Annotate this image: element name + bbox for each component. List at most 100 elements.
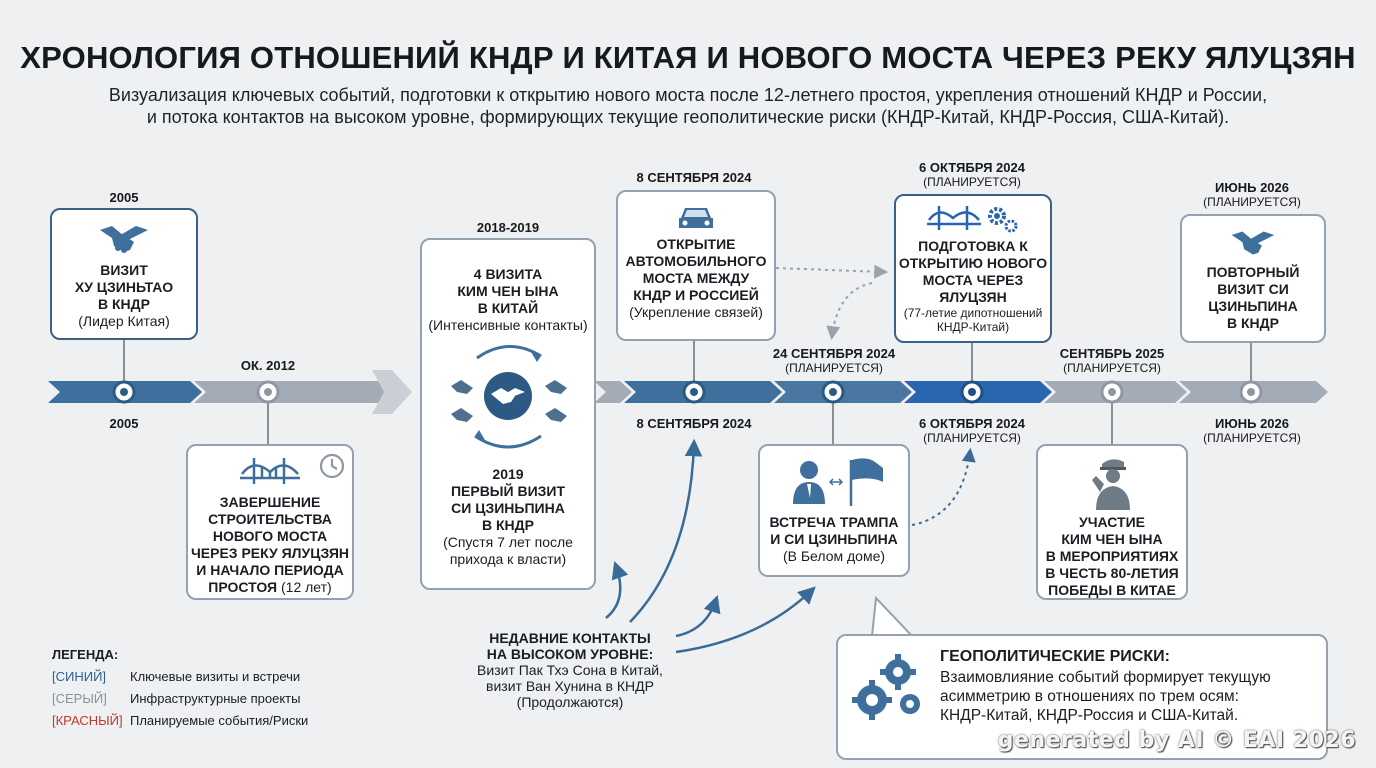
event-2026-line3: ЦЗИНЬПИНА	[1208, 298, 1298, 314]
legend-item-grey: [СЕРЫЙ] Инфраструктурные проекты	[52, 688, 308, 710]
event-2026-line4: В КНДР	[1227, 315, 1279, 331]
date-2018-2019: 2018-2019	[476, 220, 540, 235]
event-2024a-line2: АВТОМОБИЛЬНОГО	[625, 253, 767, 269]
event-card-2024-09-08: ОТКРЫТИЕ АВТОМОБИЛЬНОГО МОСТА МЕЖДУ КНДР…	[616, 190, 776, 341]
legend-label-blue: Ключевые визиты и встречи	[130, 669, 301, 684]
event-2024b-note: (В Белом доме)	[782, 548, 886, 564]
event-2024c-line2: ОТКРЫТИЮ НОВОГО	[898, 255, 1048, 271]
event-2025-line5: ПОБЕДЫ В КИТАЕ	[1048, 582, 1176, 598]
timeline-nodes	[112, 380, 1263, 404]
contacts-cycle-icon	[451, 345, 567, 449]
page-subtitle: Визуализация ключевых событий, подготовк…	[40, 84, 1336, 128]
contacts-body-1: Визит Пак Тхэ Сона в Китай,	[477, 662, 663, 678]
watermark: generated by AI © EAI 2026	[997, 728, 1356, 753]
subtitle-line-2: и потока контактов на высоком уровне, фо…	[146, 107, 1230, 127]
date-2024-10-06-bottom-status: (ПЛАНИРУЕТСЯ)	[923, 431, 1021, 445]
date-2005-top: 2005	[109, 190, 139, 205]
legend-title: ЛЕГЕНДА:	[52, 647, 119, 662]
date-2026-06-top: ИЮНЬ 2026 (ПЛАНИРУЕТСЯ)	[1184, 180, 1320, 210]
date-2024-09-24: 24 СЕНТЯБРЯ 2024 (ПЛАНИРУЕТСЯ)	[764, 346, 904, 376]
event-2005-line2: ХУ ЦЗИНЬТАО	[74, 279, 174, 295]
event-2025-line4: В ЧЕСТЬ 80-ЛЕТИЯ	[1045, 565, 1179, 581]
event-card-2024-10-06: ПОДГОТОВКА К ОТКРЫТИЮ НОВОГО МОСТА ЧЕРЕЗ…	[894, 194, 1052, 343]
event-card-2012: ЗАВЕРШЕНИЕ СТРОИТЕЛЬСТВА НОВОГО МОСТА ЧЕ…	[186, 444, 354, 600]
date-2024-10-06-top-text: 6 ОКТЯБРЯ 2024	[919, 160, 1025, 175]
legend-label-red: Планируемые события/Риски	[130, 713, 309, 728]
date-2024-10-06-top-status: (ПЛАНИРУЕТСЯ)	[923, 175, 1021, 189]
event-2024a-note: (Укрепление связей)	[629, 304, 763, 320]
date-2025-09-status: (ПЛАНИРУЕТСЯ)	[1063, 361, 1161, 375]
event-2018-line2: КИМ ЧЕН ЫНА	[457, 283, 559, 299]
date-2024-10-06-top: 6 ОКТЯБРЯ 2024 (ПЛАНИРУЕТСЯ)	[902, 160, 1042, 190]
page-title: ХРОНОЛОГИЯ ОТНОШЕНИЙ КНДР И КИТАЯ И НОВО…	[20, 40, 1356, 75]
event-2012-line1: ЗАВЕРШЕНИЕ	[219, 494, 321, 510]
event-card-2024-09-24: ВСТРЕЧА ТРАМПА И СИ ЦЗИНЬПИНА (В Белом д…	[758, 444, 910, 577]
event-2024b-line2: И СИ ЦЗИНЬПИНА	[770, 531, 898, 547]
event-2024a-line3: МОСТА МЕЖДУ	[642, 270, 750, 286]
event-2026-line2: ВИЗИТ СИ	[1217, 281, 1289, 297]
event-2026-line1: ПОВТОРНЫЙ	[1206, 264, 1300, 280]
legend-label-grey: Инфраструктурные проекты	[130, 691, 301, 706]
legend-key-blue: [СИНИЙ]	[52, 669, 107, 684]
date-2026-06-top-status: (ПЛАНИРУЕТСЯ)	[1203, 195, 1301, 209]
legend-item-blue: [СИНИЙ] Ключевые визиты и встречи	[52, 666, 308, 688]
gears-icon	[987, 207, 1018, 233]
event-2024a-line1: ОТКРЫТИЕ	[656, 236, 736, 252]
date-2005-bottom: 2005	[109, 416, 139, 431]
legend-key-grey: [СЕРЫЙ]	[52, 691, 107, 706]
date-2024-09-24-status: (ПЛАНИРУЕТСЯ)	[785, 361, 883, 375]
event-2012-line4: ЧЕРЕЗ РЕКУ ЯЛУЦЗЯН	[190, 545, 350, 561]
contacts-heading-2: НА ВЫСОКОМ УРОВНЕ:	[486, 646, 654, 662]
date-2026-06-top-text: ИЮНЬ 2026	[1214, 180, 1289, 195]
event-2005-note: (Лидер Китая)	[78, 313, 170, 329]
event-2012-note: (12 лет)	[281, 579, 332, 595]
event-card-2025-09: УЧАСТИЕ КИМ ЧЕН ЫНА В МЕРОПРИЯТИЯХ В ЧЕС…	[1036, 444, 1188, 600]
event-2025-line2: КИМ ЧЕН ЫНА	[1061, 531, 1163, 547]
contacts-body-3: (Продолжаются)	[516, 694, 624, 710]
date-2026-06-bottom: ИЮНЬ 2026 (ПЛАНИРУЕТСЯ)	[1184, 416, 1320, 446]
gears-icon	[852, 654, 920, 720]
risks-line-1: Взаимовлияние событий формирует текущую	[940, 669, 1271, 686]
risks-body: Взаимовлияние событий формирует текущую …	[940, 668, 1320, 725]
date-2026-06-bottom-status: (ПЛАНИРУЕТСЯ)	[1203, 431, 1301, 445]
bridge-icon	[240, 458, 300, 484]
date-2024-10-06-bottom: 6 ОКТЯБРЯ 2024 (ПЛАНИРУЕТСЯ)	[902, 416, 1042, 446]
event-2025-line3: В МЕРОПРИЯТИЯХ	[1045, 548, 1179, 564]
event-card-2005: ВИЗИТ ХУ ЦЗИНЬТАО В КНДР (Лидер Китая)	[50, 208, 198, 340]
risks-line-3: КНДР-Китай, КНДР-Россия и США-Китай.	[940, 707, 1239, 724]
event-2024b-line1: ВСТРЕЧА ТРАМПА	[769, 514, 899, 530]
date-2024-09-08-bottom: 8 СЕНТЯБРЯ 2024	[636, 416, 752, 431]
event-2019-line1: ПЕРВЫЙ ВИЗИТ	[450, 483, 566, 499]
event-2018-line3: В КИТАЙ	[477, 300, 539, 316]
event-2019-note-a: (Спустя 7 лет после	[443, 534, 573, 550]
clock-icon	[319, 453, 345, 479]
bridge-icon	[927, 206, 982, 230]
date-2026-06-bottom-text: ИЮНЬ 2026	[1214, 416, 1289, 431]
event-2018-line1: 4 ВИЗИТА	[473, 266, 543, 282]
car-icon	[679, 208, 713, 228]
date-2024-09-08-top: 8 СЕНТЯБРЯ 2024	[636, 170, 752, 185]
meeting-icon	[793, 458, 883, 506]
event-2018-note: (Интенсивные контакты)	[428, 317, 588, 333]
event-2012-line6: ПРОСТОЯ	[208, 579, 278, 595]
date-2012: ОК. 2012	[240, 358, 296, 373]
date-2024-09-24-text: 24 СЕНТЯБРЯ 2024	[772, 346, 896, 361]
handshake-icon	[1231, 231, 1275, 255]
event-card-2018-2019: 4 ВИЗИТА КИМ ЧЕН ЫНА В КИТАЙ (Интенсивны…	[420, 238, 596, 590]
soldier-salute-icon	[1092, 459, 1130, 510]
event-2024a-line4: КНДР И РОССИЕЙ	[633, 287, 759, 303]
contacts-heading-1: НЕДАВНИЕ КОНТАКТЫ	[489, 630, 651, 646]
legend-item-red: [КРАСНЫЙ] Планируемые события/Риски	[52, 710, 308, 732]
subtitle-line-1: Визуализация ключевых событий, подготовк…	[108, 85, 1268, 105]
legend-key-red: [КРАСНЫЙ]	[52, 713, 123, 728]
event-2024c-line1: ПОДГОТОВКА К	[918, 238, 1028, 254]
event-2024c-line4: ЯЛУЦЗЯН	[939, 289, 1007, 305]
event-2024c-note2: КНДР-Китай)	[936, 320, 1010, 334]
event-2005-line1: ВИЗИТ	[100, 262, 148, 278]
legend: ЛЕГЕНДА: [СИНИЙ] Ключевые визиты и встреч…	[52, 644, 308, 732]
event-2005-line3: В КНДР	[98, 296, 150, 312]
event-2024c-line3: МОСТА ЧЕРЕЗ	[922, 272, 1024, 288]
event-2019-note-b: прихода к власти)	[449, 551, 567, 567]
event-card-2026-06: ПОВТОРНЫЙ ВИЗИТ СИ ЦЗИНЬПИНА В КНДР	[1180, 214, 1326, 343]
